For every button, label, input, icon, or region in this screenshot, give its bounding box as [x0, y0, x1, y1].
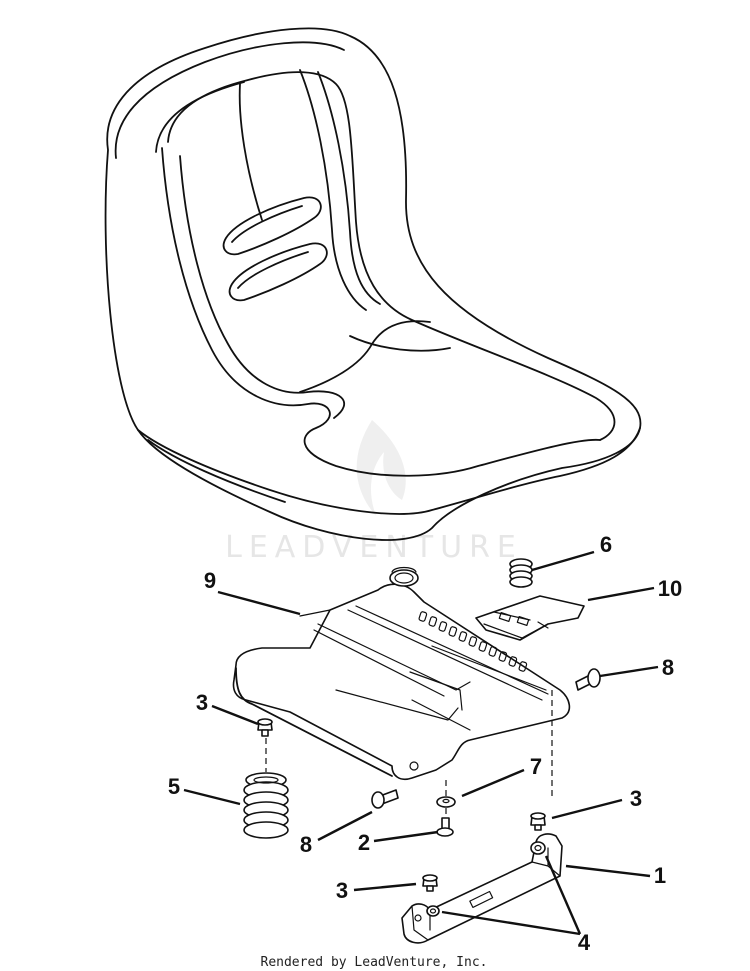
- callout-4: 4: [578, 930, 591, 955]
- watermark: LEADVENTURE: [225, 420, 523, 565]
- callout-8-right: 8: [662, 655, 674, 680]
- leader-lines: [183, 550, 659, 936]
- nut-right: [530, 812, 546, 831]
- callout-3-bottom: 3: [336, 878, 348, 903]
- render-credit: Rendered by LeadVenture, Inc.: [261, 955, 488, 970]
- callout-3-left: 3: [196, 690, 208, 715]
- seat: [104, 27, 642, 541]
- callout-5: 5: [168, 774, 180, 799]
- callout-9: 9: [204, 568, 216, 593]
- callout-6: 6: [600, 532, 612, 557]
- callout-3-right: 3: [630, 786, 642, 811]
- nut-bottom: [422, 874, 438, 892]
- seat-pan: [232, 566, 571, 781]
- bolt: [436, 817, 454, 837]
- callout-7: 7: [530, 754, 542, 779]
- latch-plate: [475, 595, 585, 641]
- washer: [436, 796, 456, 808]
- adjustment-slots: [418, 611, 528, 672]
- callouts: 9 6 10 8 3 7 5 3 8 2 1 3 4: [168, 532, 682, 955]
- shoulder-bolt-left: [371, 789, 399, 809]
- callout-10: 10: [658, 576, 682, 601]
- shoulder-bolt-right: [575, 668, 601, 691]
- spring-large: [243, 772, 289, 839]
- watermark-text: LEADVENTURE: [225, 530, 523, 565]
- callout-8-left: 8: [300, 832, 312, 857]
- mounting-bracket: [401, 833, 563, 944]
- callout-1: 1: [654, 863, 666, 888]
- callout-2: 2: [358, 830, 370, 855]
- nut-left: [257, 718, 273, 737]
- spring-small: [509, 558, 533, 588]
